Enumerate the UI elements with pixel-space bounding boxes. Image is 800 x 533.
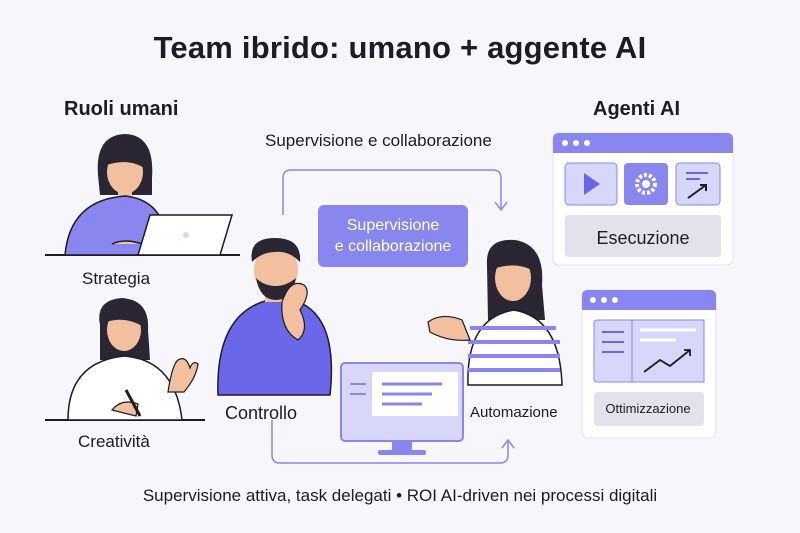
supervision-caption: Supervisione e collaborazione	[265, 131, 492, 150]
footer-caption: Supervisione attiva, task delegati • ROI…	[142, 486, 658, 505]
creativity-person-illustration	[45, 298, 205, 421]
optimization-panel	[581, 289, 717, 439]
flow-arrows	[271, 169, 515, 464]
page-title: Team ibrido: umano + aggente AI	[153, 30, 647, 65]
execution-panel	[552, 132, 734, 266]
trend-up-icon	[643, 349, 691, 373]
control-man-illustration	[217, 238, 333, 396]
automation-label: Automazione	[470, 404, 558, 421]
top-arrow-head	[494, 201, 508, 212]
optimization-label: Ottimizzazione	[605, 401, 691, 416]
bottom-arrow-head	[501, 438, 515, 449]
creativity-label: Creatività	[78, 432, 150, 451]
gear-icon	[635, 173, 657, 195]
monitor-illustration	[340, 362, 464, 455]
top-loop-arrow	[282, 169, 502, 215]
strategy-person-illustration	[45, 134, 240, 256]
automation-woman-illustration	[427, 239, 563, 386]
supervision-box-line2: e collaborazione	[334, 238, 452, 255]
human-roles-heading: Ruoli umani	[64, 98, 179, 120]
supervision-box: Supervisione e collaborazione	[318, 205, 468, 267]
ai-agents-heading: Agenti AI	[593, 98, 681, 120]
strategy-label: Strategia	[82, 269, 151, 288]
control-label: Controllo	[225, 403, 298, 423]
supervision-box-line1: Supervisione	[346, 217, 440, 234]
play-icon	[584, 173, 600, 195]
bottom-loop-arrow	[271, 420, 509, 464]
execution-label: Esecuzione	[596, 228, 690, 248]
